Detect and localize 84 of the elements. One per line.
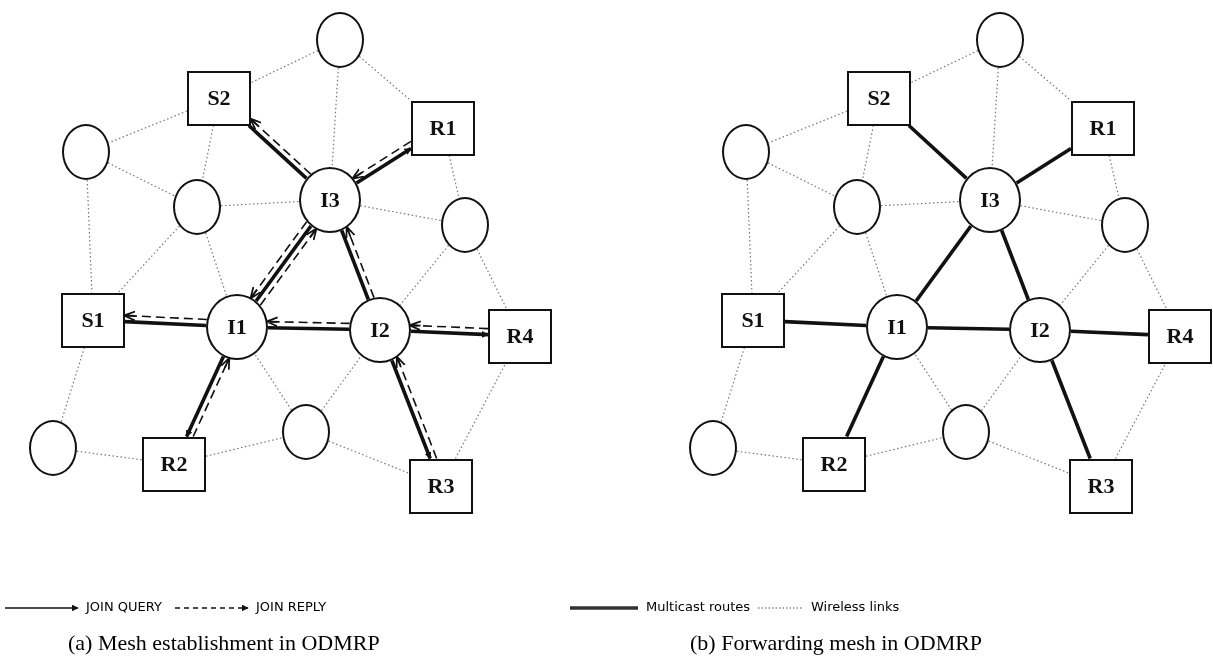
wireless-link <box>117 225 180 294</box>
panel-caption: (b) Forwarding mesh in ODMRP <box>690 630 983 656</box>
node-circle <box>976 12 1024 68</box>
node-circle <box>62 124 110 180</box>
node-circle <box>833 179 881 235</box>
route-line <box>1070 329 1149 337</box>
wireless-link <box>476 248 507 310</box>
wireless-link <box>914 353 952 411</box>
legend-text: JOIN QUERY <box>86 599 162 614</box>
wireless-link <box>865 232 888 297</box>
wireless-link <box>736 450 803 461</box>
wireless-link <box>454 362 507 460</box>
wireless-link <box>1136 248 1167 310</box>
node-circle <box>942 404 990 460</box>
wireless-link <box>76 450 143 461</box>
route-line <box>267 325 350 332</box>
wireless-link <box>328 440 410 474</box>
route-line <box>1050 359 1092 460</box>
node-box: S2 <box>847 70 911 126</box>
node-circle <box>316 12 364 68</box>
legend-text: JOIN REPLY <box>256 599 327 614</box>
node-circle: I2 <box>1009 297 1071 363</box>
wireless-link <box>358 55 412 102</box>
node-circle <box>282 404 330 460</box>
route-line <box>844 355 886 438</box>
node-box: R3 <box>1069 458 1133 514</box>
route-line <box>247 124 308 180</box>
wireless-link <box>768 110 848 144</box>
wireless-link <box>1018 55 1072 102</box>
wireless-link <box>205 232 228 297</box>
wireless-link <box>60 346 85 423</box>
wireless-link <box>331 67 339 168</box>
reply-arrow <box>249 117 312 175</box>
route-line <box>784 319 867 328</box>
wireless-link <box>254 353 292 411</box>
wireless-link <box>777 225 840 294</box>
route-line <box>907 124 968 180</box>
node-box: R2 <box>802 436 866 492</box>
wireless-link <box>201 124 214 181</box>
route-line <box>1015 146 1072 185</box>
wireless-link <box>880 201 960 207</box>
wireless-link <box>1108 154 1120 199</box>
node-box: R2 <box>142 436 206 492</box>
query-arrow <box>410 329 489 338</box>
route-line <box>124 319 207 328</box>
node-circle <box>441 197 489 253</box>
node-circle: I2 <box>349 297 411 363</box>
node-circle <box>722 124 770 180</box>
query-arrow <box>355 146 412 185</box>
route-line <box>914 224 973 303</box>
legend-text: Multicast routes <box>646 599 750 614</box>
node-box: R1 <box>1071 100 1135 156</box>
wireless-link <box>988 440 1070 474</box>
query-arrow <box>184 355 226 438</box>
route-line <box>927 325 1010 332</box>
node-circle <box>173 179 221 235</box>
node-circle <box>689 420 737 476</box>
legend-text: Wireless links <box>811 599 900 614</box>
wireless-link <box>108 110 188 144</box>
reply-arrow <box>192 357 231 438</box>
wireless-link <box>220 201 300 207</box>
node-circle: I1 <box>866 294 928 360</box>
wireless-link <box>1114 362 1167 460</box>
node-box: R3 <box>409 458 473 514</box>
panel-caption: (a) Mesh establishment in ODMRP <box>68 630 380 656</box>
node-box: S1 <box>721 292 785 348</box>
wireless-link <box>720 346 745 423</box>
node-box: R1 <box>411 100 475 156</box>
wireless-link <box>861 124 874 181</box>
node-circle: I3 <box>299 167 361 233</box>
query-arrow <box>390 359 432 460</box>
route-line <box>1000 229 1030 301</box>
wireless-link <box>991 67 999 168</box>
node-box: S1 <box>61 292 125 348</box>
node-box: S2 <box>187 70 251 126</box>
node-circle <box>29 420 77 476</box>
node-circle: I1 <box>206 294 268 360</box>
reply-arrow <box>395 355 438 460</box>
wireless-link <box>448 154 460 199</box>
node-circle: I3 <box>959 167 1021 233</box>
node-circle <box>1101 197 1149 253</box>
node-box: R4 <box>1148 308 1212 364</box>
reply-arrow <box>351 140 412 180</box>
node-box: R4 <box>488 308 552 364</box>
